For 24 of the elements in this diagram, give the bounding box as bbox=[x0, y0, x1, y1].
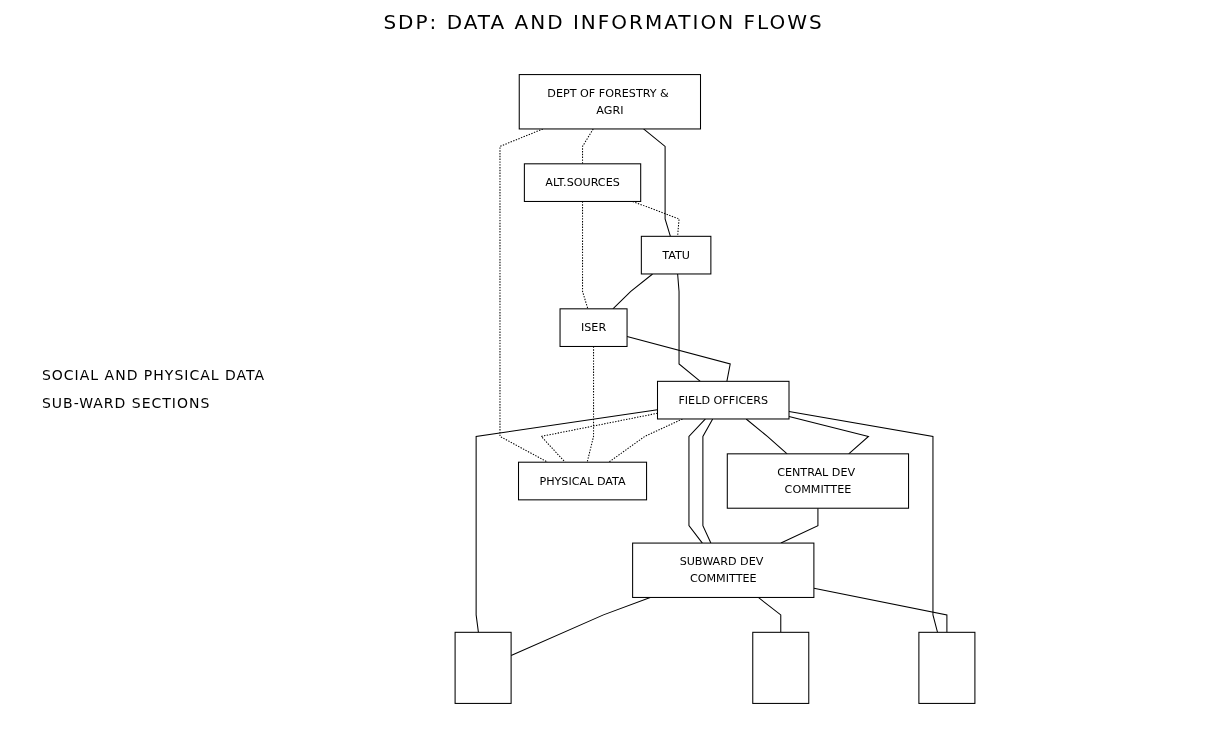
node-box: ISER bbox=[559, 308, 628, 347]
annotation-text: SUB-WARD SECTIONS bbox=[41, 395, 212, 411]
node-box bbox=[454, 631, 512, 704]
node-box: DEPT OF FORESTRY & AGRI bbox=[518, 74, 702, 130]
annotation-text: SOCIAL AND PHYSICAL DATA bbox=[41, 367, 266, 383]
connector bbox=[702, 418, 714, 544]
diagram-title: SDP: DATA AND INFORMATION FLOWS bbox=[383, 10, 824, 34]
node-box: PHYSICAL DATA bbox=[518, 461, 648, 501]
connector bbox=[688, 418, 707, 544]
node-box: FIELD OFFICERS bbox=[657, 380, 790, 420]
node-box: SUBWARD DEV COMMITTEE bbox=[632, 542, 815, 598]
connector bbox=[643, 128, 671, 237]
connector bbox=[757, 596, 782, 633]
connector bbox=[813, 587, 948, 633]
connector bbox=[677, 273, 701, 382]
node-box bbox=[918, 631, 976, 704]
connector bbox=[499, 128, 549, 463]
connector bbox=[745, 418, 788, 455]
node-box: TATU bbox=[640, 235, 712, 275]
node-box: CENTRAL DEV COMMITTEE bbox=[726, 453, 910, 509]
connector bbox=[612, 273, 654, 310]
node-box: ALT.SOURCES bbox=[523, 163, 642, 202]
node-box bbox=[752, 631, 810, 704]
connector bbox=[780, 507, 819, 544]
